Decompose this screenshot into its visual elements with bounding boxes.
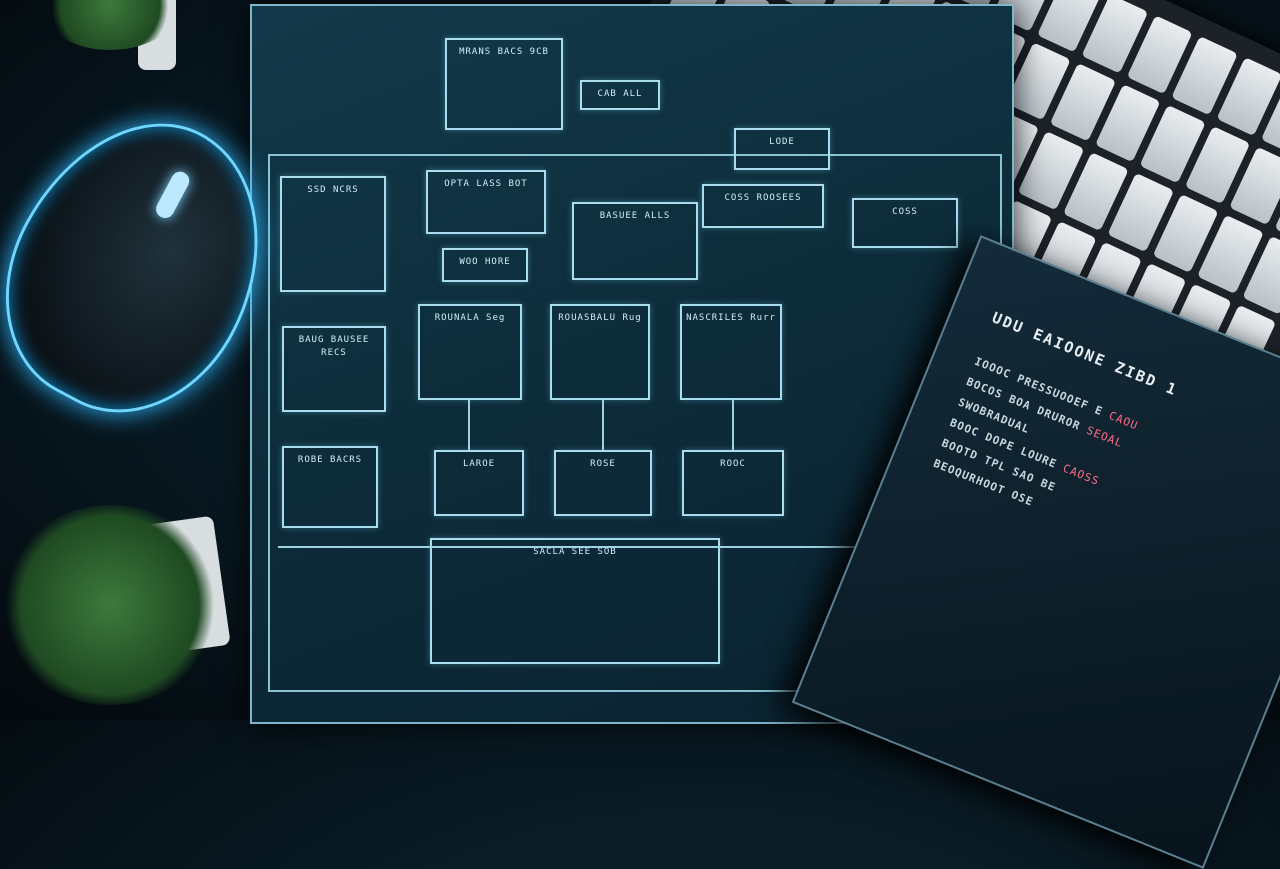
flow-box: MRANS BACS 9CB [445, 38, 563, 130]
flow-box: LODE [734, 128, 830, 170]
flow-box: BAUG BAUSEE RECS [282, 326, 386, 412]
flow-box: SACLA SEE SOB [430, 538, 720, 664]
flow-box: LAROE [434, 450, 524, 516]
flow-box: CAB ALL [580, 80, 660, 110]
flow-box: ROSE [554, 450, 652, 516]
flow-box: ROUNALA Seg [418, 304, 522, 400]
book-title: UDU EAIOONE ZIBD 1 [989, 308, 1181, 400]
flow-box: OPTA LASS BOT [426, 170, 546, 234]
flow-box: COSS [852, 198, 958, 248]
connector [602, 400, 604, 450]
connector [732, 400, 734, 450]
flow-box: ROUASBALU Rug [550, 304, 650, 400]
flow-box: COSS ROOSEES [702, 184, 824, 228]
flow-box: SSD NCRS [280, 176, 386, 292]
succulent-plant [0, 505, 220, 705]
connector [468, 400, 470, 450]
flow-box: WOO HORE [442, 248, 528, 282]
connector [278, 546, 958, 548]
flow-box: ROBE BACRS [282, 446, 378, 528]
flow-box: BASUEE ALLS [572, 202, 698, 280]
blueprint-sheet: MRANS BACS 9CB CAB ALL SSD NCRS OPTA LAS… [250, 4, 1014, 724]
scroll-wheel [152, 168, 193, 222]
flow-box: NASCRILES Rurr [680, 304, 782, 400]
flow-box: ROOC [682, 450, 784, 516]
